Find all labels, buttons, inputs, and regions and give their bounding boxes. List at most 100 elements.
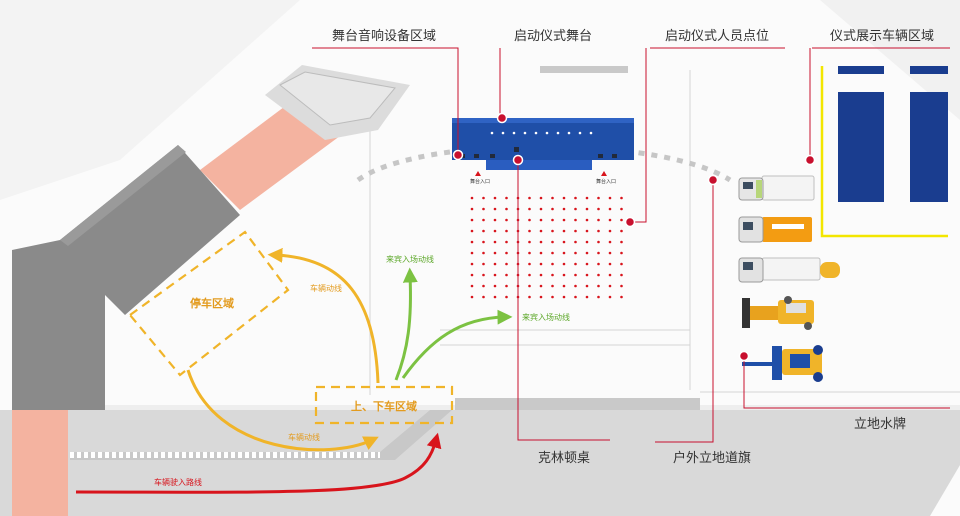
seat-dot [505,284,508,288]
seat-dot [505,262,508,266]
seat-dot [539,251,543,255]
seat-dot [470,196,474,200]
seat-dot [493,273,497,277]
seat-dot [528,218,531,222]
guest-flow-lines [394,267,513,381]
seat-dot [528,207,531,211]
seat-dot [574,251,577,255]
seat-dot [608,229,612,233]
seat-dot [493,251,497,255]
seat-dot [505,207,508,211]
seat-dot [585,229,589,233]
seat-dot [585,273,589,277]
seat-dot [493,229,497,233]
seat-dot [482,295,485,299]
seat-dot [539,240,543,244]
seat-dot [574,196,577,200]
seat-dot [608,251,612,255]
seat-dot [528,273,531,277]
display-truck-2 [738,216,812,243]
seat-dot [470,295,474,299]
seat-dot [482,262,485,266]
seat-dot [470,229,474,233]
display-truck-1 [738,175,815,201]
seat-dot [482,218,485,222]
seat-dot [562,295,566,299]
seat-dot [470,262,474,266]
vehicle-flow-lines [186,247,380,452]
seat-dot [608,207,612,211]
seat-dot [470,218,474,222]
seat-dot [562,229,566,233]
seat-dot [574,229,577,233]
seat-dot [585,218,589,222]
parking-zone-label: 停车区域 [190,296,234,310]
seat-dot [551,251,554,255]
seat-dot [585,251,589,255]
seat-dot [585,240,589,244]
seat-dot [482,284,485,288]
callout-outdoor-flag: 户外立地道旗 [673,450,751,466]
seat-dot [493,218,497,222]
seat-dot [608,284,612,288]
ground-road [0,398,960,516]
callout-ceremony-positions: 启动仪式人员点位 [665,29,769,44]
audience-seat-grid [470,196,623,299]
top-road-strip [540,66,628,73]
seat-dot [551,295,554,299]
callout-lines [312,47,950,443]
seat-dot [539,207,543,211]
seat-dot [620,229,623,233]
seat-dot [585,295,589,299]
seat-dot [505,295,508,299]
drop-off-zone-label: 上、下车区域 [351,399,417,413]
seat-dot [551,207,554,211]
seat-dot [505,218,508,222]
stage-entrance-right: 舞台入口 [596,178,616,185]
seat-dot [528,229,531,233]
seat-dot [528,295,531,299]
seat-dot [493,262,497,266]
seat-dot [505,240,508,244]
seat-dot [539,229,543,233]
vehicle-display-area [820,66,948,238]
seat-dot [620,273,623,277]
seat-dot [505,196,508,200]
seat-dot [574,295,577,299]
seat-dot [528,240,531,244]
guest-flow-label-1: 来宾入场动线 [386,254,434,264]
seat-dot [574,262,577,266]
vehicle-entry-label: 车辆驶入路线 [154,477,202,487]
seat-dot [562,240,566,244]
seat-dot [597,284,600,288]
seat-dot [482,196,485,200]
seat-dot [597,251,600,255]
seat-dot [528,262,531,266]
seat-dot [482,229,485,233]
seat-dot [597,196,600,200]
seat-dot [620,207,623,211]
seat-dot [608,196,612,200]
vehicle-flow-label-2: 车辆动线 [288,432,320,442]
seat-dot [505,229,508,233]
seat-dot [562,284,566,288]
seat-dot [608,273,612,277]
seat-dot [551,273,554,277]
seat-dot [574,218,577,222]
seat-dot [470,273,474,277]
seat-dot [620,295,623,299]
building [12,145,240,410]
seat-dot [505,251,508,255]
seat-dot [539,295,543,299]
seat-dot [528,251,531,255]
seat-dot [562,218,566,222]
seat-dot [528,196,531,200]
callout-standing-sign: 立地水牌 [854,416,906,432]
access-road [12,65,410,516]
seat-dot [620,218,623,222]
seat-dot [574,240,577,244]
seat-dot [620,251,623,255]
stage-entrance-left: 舞台入口 [470,178,490,185]
seat-dot [482,273,485,277]
seat-dot [539,284,543,288]
